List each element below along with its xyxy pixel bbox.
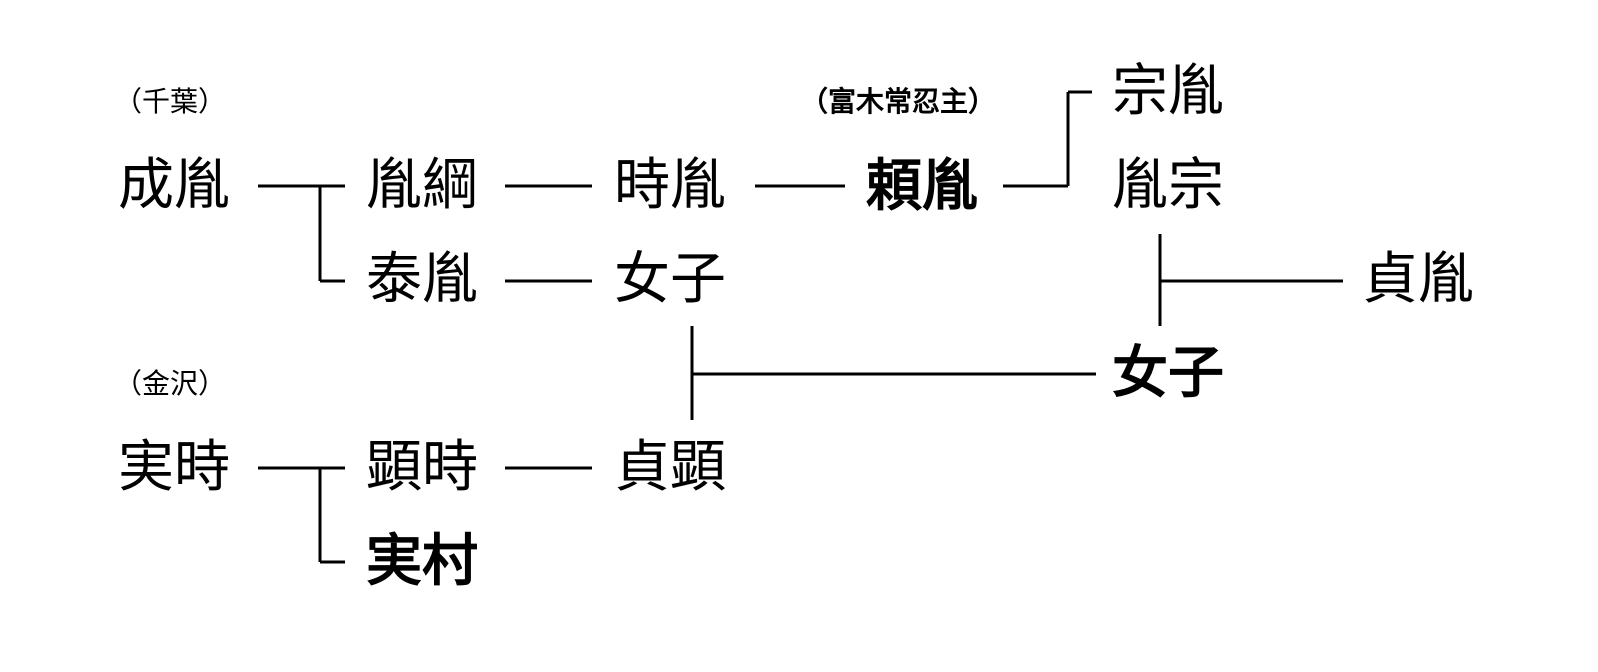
person-tanemune: 胤宗 [1112,153,1224,218]
person-tanetsuna: 胤綱 [366,153,478,218]
person-akitoki: 顕時 [366,435,478,500]
clan-label-chiba: （千葉） [114,85,227,118]
person-daughter-yasutane: 女子 [614,247,726,312]
person-yasutane: 泰胤 [366,247,478,312]
person-sadaaki: 貞顕 [614,435,726,500]
person-sanemura: 実村 [366,529,478,594]
clan-label-kanazawa: （金沢） [114,367,227,400]
person-munetane: 宗胤 [1112,59,1224,124]
person-daughter-main: 女子 [1112,341,1224,406]
person-yoritane: 頼胤 [866,153,978,219]
clan-label-tomiki: （富木常忍主） [800,85,997,118]
person-tokitane: 時胤 [614,153,726,218]
person-narutane: 成胤 [118,153,230,218]
person-sanetoki: 実時 [118,435,230,500]
person-sadatane: 貞胤 [1362,247,1474,312]
